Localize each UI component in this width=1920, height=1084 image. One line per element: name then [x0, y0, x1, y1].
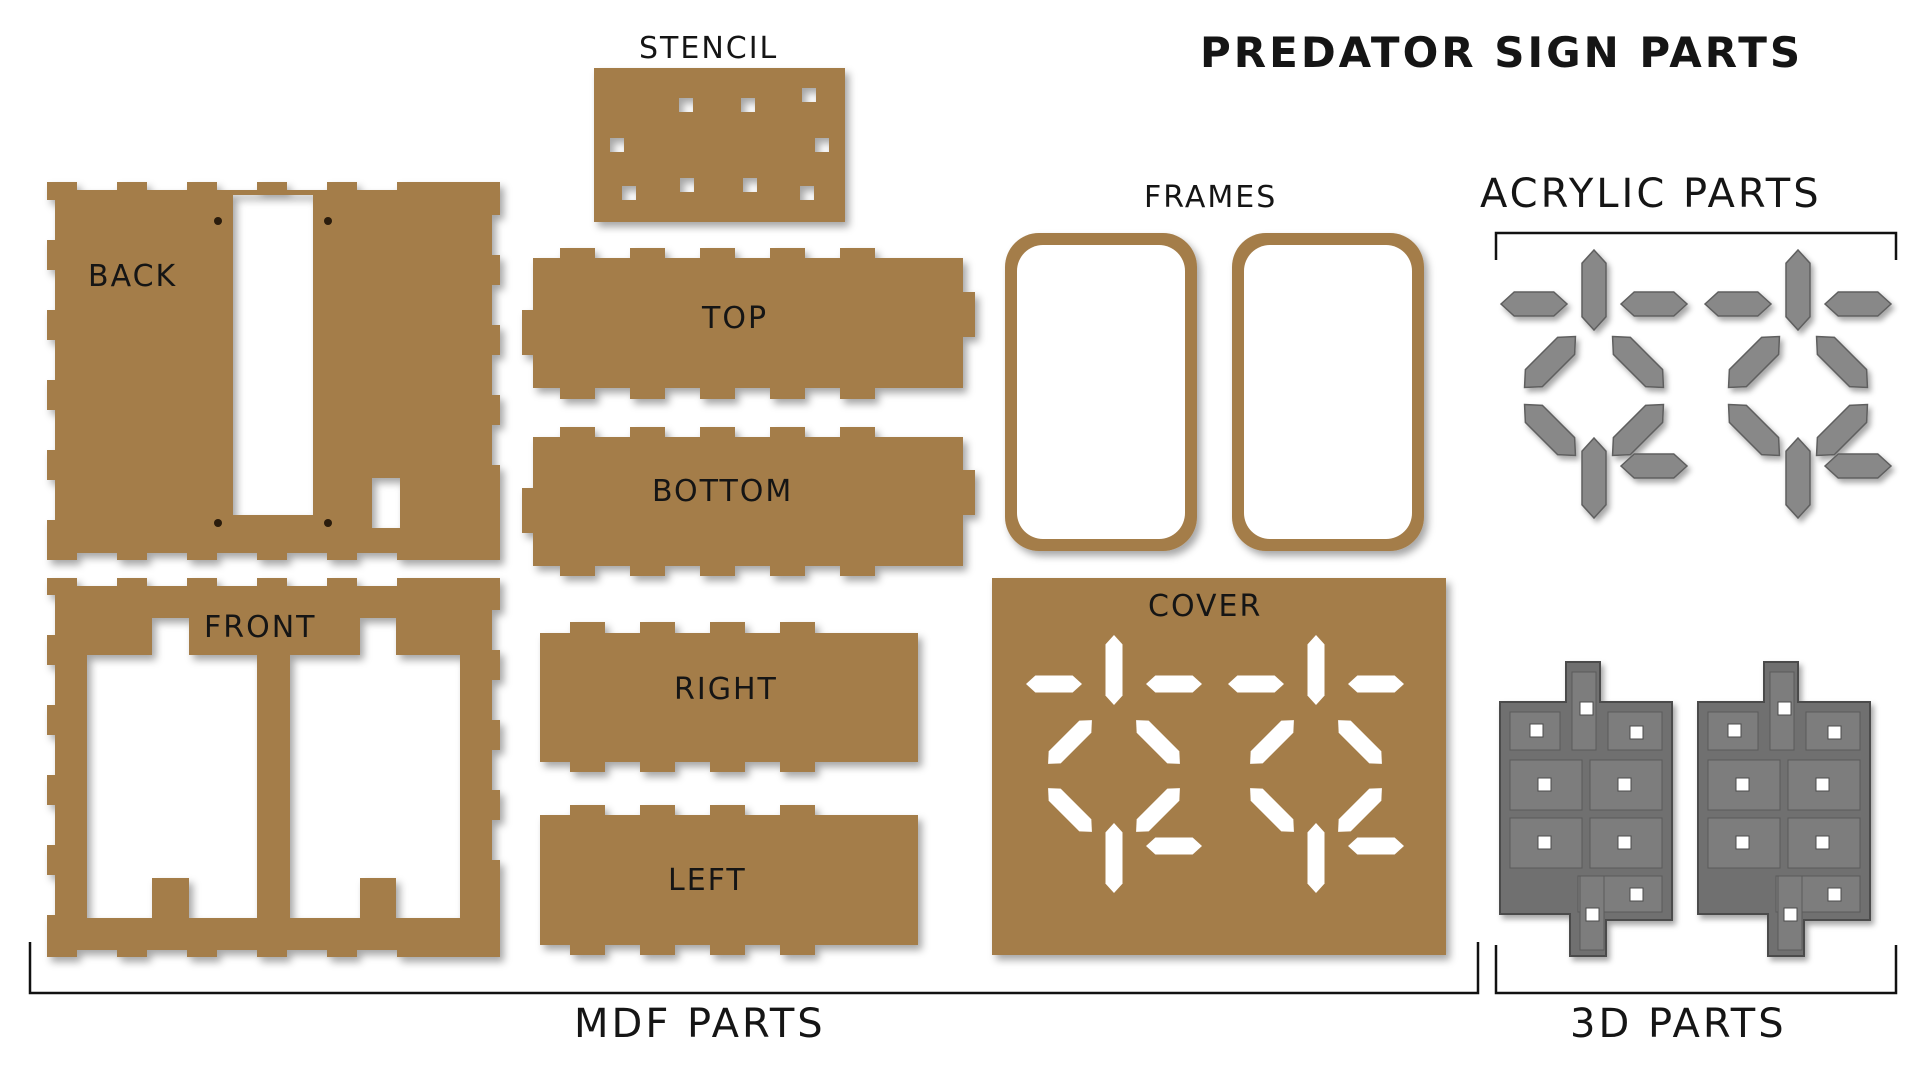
acrylic-segment-1-4	[1523, 335, 1577, 389]
cover-cutout-2-9	[1348, 837, 1404, 855]
mdf-parts-label: MDF PARTS	[574, 1001, 826, 1047]
acrylic-segment-2-2	[1703, 291, 1773, 317]
frame-1	[1005, 233, 1197, 551]
cover-cutout-1-5	[1136, 720, 1180, 764]
acrylic-segment-2-7	[1815, 403, 1869, 457]
acrylic-parts-label: ACRYLIC PARTS	[1480, 171, 1822, 217]
acrylic-segment-1-8	[1581, 436, 1607, 520]
back-panel	[47, 182, 500, 560]
cover-cutout-1-3	[1146, 675, 1202, 693]
acrylic-segments	[1499, 248, 1893, 520]
frames-label: FRAMES	[1144, 180, 1278, 215]
acrylic-segment-1-6	[1523, 403, 1577, 457]
cover-label: COVER	[1148, 589, 1263, 624]
acrylic-segment-1-5	[1611, 335, 1665, 389]
back-label: BACK	[88, 259, 178, 294]
right-panel	[540, 622, 918, 772]
frame-2	[1232, 233, 1424, 551]
cover-panel	[992, 578, 1446, 955]
cover-cutout-1-9	[1146, 837, 1202, 855]
top-label: TOP	[702, 301, 769, 336]
acrylic-parts-bracket	[1494, 231, 1898, 260]
3d-parts-label: 3D PARTS	[1570, 1001, 1787, 1047]
cover-cutout-2-8	[1307, 823, 1325, 893]
acrylic-segment-1-2	[1499, 291, 1569, 317]
cover-cutout-2-6	[1250, 788, 1294, 832]
cover-cutout-2-5	[1338, 720, 1382, 764]
top-panel	[522, 248, 975, 399]
front-panel	[47, 578, 500, 957]
cover-cutout-1-4	[1048, 720, 1092, 764]
acrylic-segment-2-3	[1823, 291, 1893, 317]
stencil-part	[594, 68, 845, 222]
front-label: FRONT	[204, 610, 317, 645]
3d-holder-2	[1697, 661, 1871, 957]
cover-cutout-1-7	[1136, 788, 1180, 832]
cover-cutout-1-1	[1105, 635, 1123, 705]
bottom-label: BOTTOM	[652, 474, 794, 509]
stencil-label: STENCIL	[639, 31, 779, 66]
acrylic-segment-2-9	[1823, 453, 1893, 479]
left-label: LEFT	[668, 863, 747, 898]
page-title: PREDATOR SIGN PARTS	[1200, 28, 1804, 77]
acrylic-segment-1-1	[1581, 248, 1607, 332]
acrylic-segment-2-6	[1727, 403, 1781, 457]
3d-holder-1	[1499, 661, 1673, 957]
acrylic-segment-2-4	[1727, 335, 1781, 389]
cover-cutout-1-8	[1105, 823, 1123, 893]
cover-cutout-2-4	[1250, 720, 1294, 764]
acrylic-segment-1-7	[1611, 403, 1665, 457]
3d-parts-bracket	[1494, 945, 1898, 995]
cover-cutout-2-2	[1228, 675, 1284, 693]
cover-cutout-1-6	[1048, 788, 1092, 832]
right-label: RIGHT	[674, 672, 778, 707]
bottom-panel	[522, 427, 975, 576]
3d-printed-holders	[1499, 661, 1871, 957]
acrylic-segment-1-3	[1619, 291, 1689, 317]
acrylic-segment-2-1	[1785, 248, 1811, 332]
acrylic-segment-2-8	[1785, 436, 1811, 520]
mdf-parts-bracket	[28, 942, 1480, 995]
cover-cutout-1-2	[1026, 675, 1082, 693]
acrylic-segment-1-9	[1619, 453, 1689, 479]
cover-cutout-2-1	[1307, 635, 1325, 705]
left-panel	[540, 805, 918, 955]
cover-cutout-2-7	[1338, 788, 1382, 832]
acrylic-segment-2-5	[1815, 335, 1869, 389]
cover-cutout-2-3	[1348, 675, 1404, 693]
